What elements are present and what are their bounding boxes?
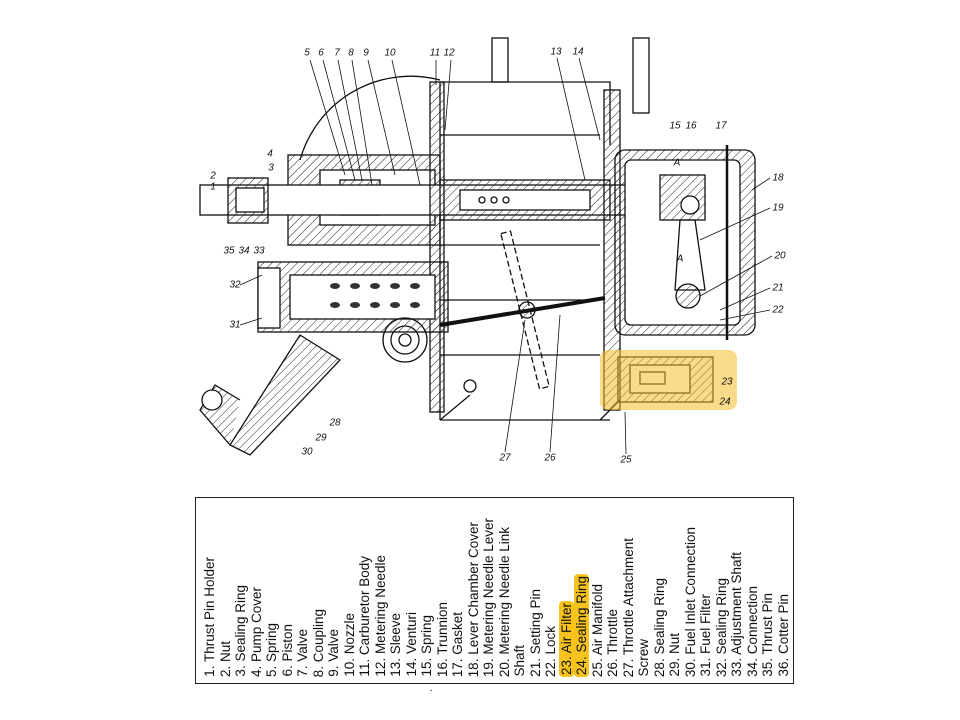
callout-17: 17	[715, 120, 727, 132]
callout-30: 30	[301, 446, 313, 458]
legend-item: 28. Sealing Ring	[651, 577, 667, 677]
callout-8: 8	[348, 47, 354, 59]
legend-item: 11. Carburetor Body	[357, 556, 372, 677]
adjustment-nut	[382, 317, 428, 363]
legend-item: 32. Sealing Ring	[713, 577, 729, 677]
callout-4: 4	[267, 148, 273, 160]
callout-13: 13	[550, 46, 562, 58]
legend-item: 26. Throttle	[605, 608, 620, 677]
legend-item: 21. Setting Pin	[527, 589, 543, 677]
legend-item: 8. Coupling	[310, 608, 326, 677]
dome	[299, 75, 441, 161]
callout-15: 15	[669, 120, 681, 132]
callout-26: 26	[544, 452, 556, 464]
callout-33: 33	[253, 245, 265, 257]
legend-item: 1. Thrust Pin Holder	[202, 557, 217, 677]
legend-item: 33. Adjustment Shaft	[729, 552, 744, 677]
callout-14: 14	[572, 46, 584, 58]
callout-1: 1	[210, 181, 216, 193]
page-mark	[430, 690, 432, 691]
callout-11: 11	[429, 47, 441, 59]
legend-item: Screw	[636, 639, 651, 677]
legend-item: 35. Thrust Pin	[760, 593, 775, 677]
callout-18: 18	[772, 172, 784, 184]
air-filter-highlight	[600, 350, 737, 410]
legend-item: 30. Fuel Inlet Connection	[682, 526, 698, 677]
callout-35: 35	[223, 245, 235, 257]
legend-item: 23. Air Filter	[558, 600, 574, 677]
legend-item: 22. Lock	[543, 625, 558, 677]
callout-7: 7	[334, 47, 340, 59]
callout-2: 2	[210, 170, 216, 182]
legend-item: 24. Sealing Ring	[574, 573, 589, 677]
legend-item: 10. Nozzle	[341, 613, 357, 677]
callout-28: 28	[329, 417, 341, 429]
callout-6: 6	[318, 47, 324, 59]
legend-item: 34. Connection	[744, 586, 760, 677]
callout-29: 29	[315, 432, 327, 444]
callout-22: 22	[772, 304, 784, 316]
callout-24: 24	[719, 396, 731, 408]
callout-9: 9	[363, 47, 369, 59]
stud-left	[491, 37, 509, 83]
legend-item: 31. Fuel Filter	[698, 594, 713, 677]
legend-item: 12. Metering Needle	[372, 555, 388, 677]
legend-item: Shaft	[512, 645, 527, 677]
callout-25: 25	[620, 454, 632, 466]
callout-31: 31	[229, 319, 241, 331]
legend-item: 19. Metering Needle Lever	[481, 517, 496, 677]
legend-item: 15. Spring	[419, 615, 434, 677]
legend-item: 5. Spring	[264, 622, 279, 677]
legend-item: 2. Nut	[217, 640, 233, 677]
legend-item: 36. Cotter Pin	[775, 594, 791, 677]
callout-21: 21	[772, 282, 784, 294]
legend-item: 4. Pump Cover	[248, 586, 264, 677]
section-mark-a-bottom: A	[676, 253, 684, 265]
legend-item: 18. Lever Chamber Cover	[465, 521, 481, 677]
section-mark-a-top: A	[673, 157, 681, 169]
carburetor-cross-section-drawing	[199, 37, 773, 456]
callout-19: 19	[772, 202, 784, 214]
callout-16: 16	[685, 120, 697, 132]
callout-10: 10	[384, 47, 396, 59]
legend-item: 20. Metering Needle Link	[496, 526, 512, 677]
legend-item: 7. Valve	[295, 629, 310, 677]
body-outline	[439, 81, 611, 421]
callout-12: 12	[443, 47, 455, 59]
legend-item: 14. Venturi	[403, 612, 419, 677]
legend-item: 6. Piston	[279, 624, 295, 677]
callout-20: 20	[774, 250, 786, 262]
legend-item: 27. Throttle Attachment	[620, 537, 636, 677]
legend-item: 17. Gasket	[450, 611, 465, 677]
legend-item: 29. Nut	[667, 633, 682, 677]
legend-item: 25. Air Manifold	[589, 583, 605, 677]
body-wall	[429, 81, 445, 413]
callout-5: 5	[304, 47, 310, 59]
callout-34: 34	[238, 245, 250, 257]
legend-item: 13. Sleeve	[388, 613, 403, 677]
callout-23: 23	[721, 376, 733, 388]
callout-3: 3	[268, 162, 274, 174]
callout-27: 27	[499, 452, 511, 464]
legend-item: 3. Sealing Ring	[233, 585, 248, 677]
stud-right	[632, 37, 650, 114]
legend-item: 9. Valve	[326, 629, 341, 677]
legend-item: 16. Trunnion	[434, 601, 450, 677]
callout-32: 32	[229, 279, 241, 291]
fuel-inlet-pipe	[229, 334, 342, 456]
